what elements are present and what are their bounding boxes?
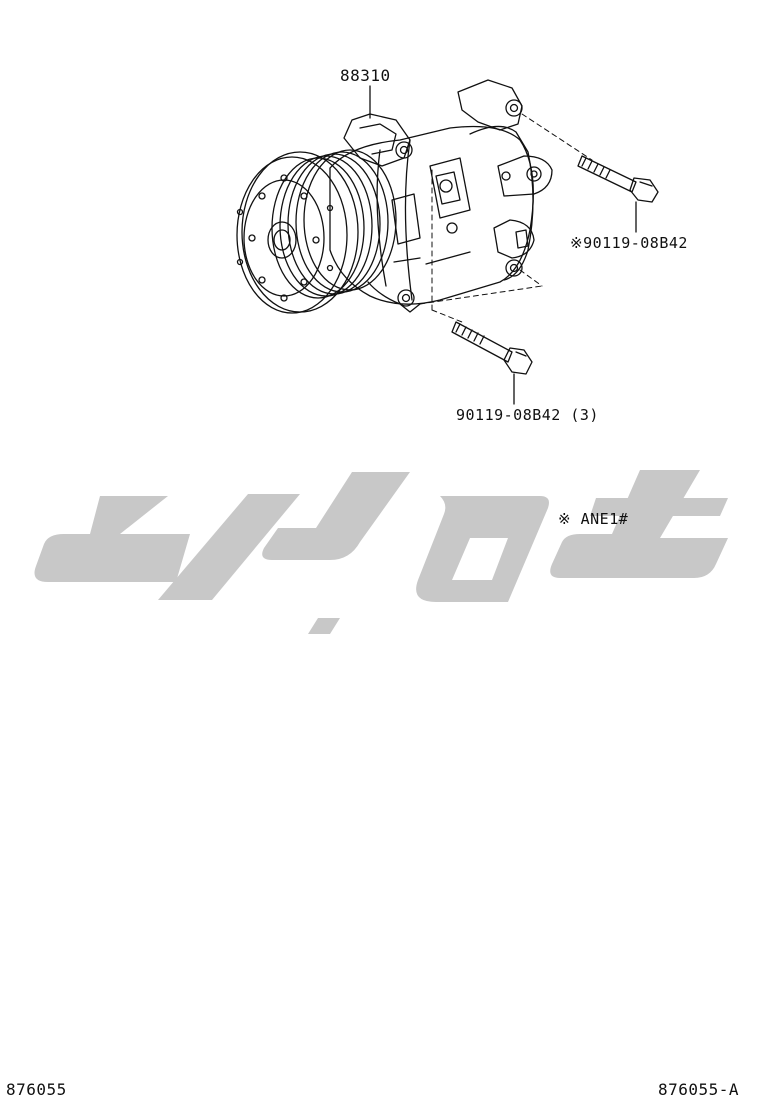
bolt-lower-part-number: 90119-08B42 (3): [456, 406, 599, 424]
watermark-stroke-5: [550, 470, 728, 578]
footer-illustration-code-variant: 876055-A: [658, 1080, 740, 1099]
watermark-stroke-6: [590, 498, 728, 516]
watermark-stroke-4: [416, 496, 549, 602]
bolt-lower: [451, 321, 533, 405]
watermark-stroke-3: [262, 472, 410, 560]
mounting-guide-lines: [419, 113, 593, 323]
bolt-right-part-number: ※90119-08B42: [570, 234, 688, 252]
watermark-dot: [308, 618, 340, 634]
compressor-part-number: 88310: [340, 66, 391, 85]
model-applicability-note: ※ ANE1#: [558, 510, 629, 528]
footer-illustration-code: 876055: [6, 1080, 67, 1099]
watermark-stroke-2: [158, 494, 300, 600]
watermark-stroke-1: [34, 496, 190, 582]
bolt-right: [577, 155, 659, 233]
compressor-assembly: [236, 79, 553, 314]
